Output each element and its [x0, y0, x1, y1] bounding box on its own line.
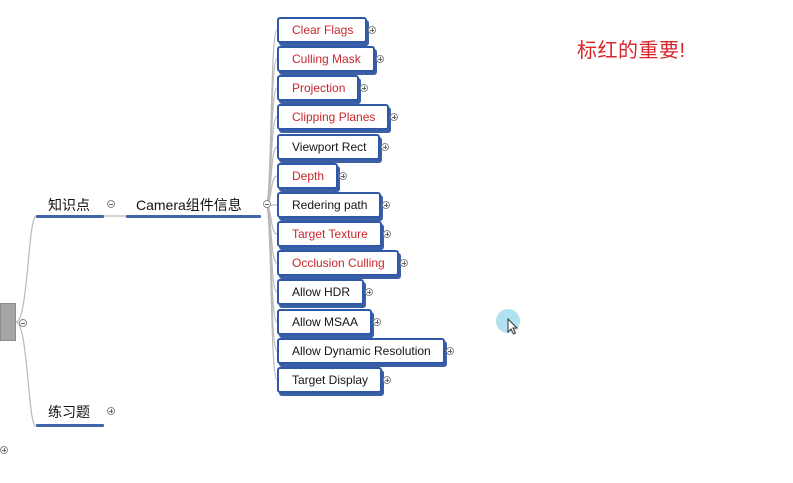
knowledge-collapse-icon[interactable] [107, 200, 115, 208]
leaf-node[interactable]: Allow Dynamic Resolution [277, 338, 445, 364]
leaf-connector [265, 87, 278, 206]
leaf-expand-icon[interactable] [365, 288, 373, 296]
leaf-expand-icon[interactable] [368, 26, 376, 34]
leaf-connector [265, 204, 278, 235]
branch-camera[interactable]: Camera组件信息 [136, 196, 242, 214]
leaf-node[interactable]: Viewport Rect [277, 134, 381, 160]
root-node[interactable] [0, 303, 16, 341]
leaf-node[interactable]: Clear Flags [277, 17, 368, 43]
mouse-cursor-icon [507, 318, 519, 335]
leaf-expand-icon[interactable] [400, 259, 408, 267]
leaf-connector [265, 204, 278, 293]
leaf-node[interactable]: Occlusion Culling [277, 250, 399, 276]
leaf-expand-icon[interactable] [446, 347, 454, 355]
leaf-connector [265, 204, 278, 381]
leaf-expand-icon[interactable] [339, 172, 347, 180]
leaf-expand-icon[interactable] [360, 84, 368, 92]
leaf-connector [265, 204, 278, 323]
root-expand-icon[interactable] [0, 446, 8, 454]
leaf-connector [265, 29, 278, 206]
leaf-node[interactable]: Target Texture [277, 221, 382, 247]
leaf-node[interactable]: Depth [277, 163, 339, 189]
leaf-expand-icon[interactable] [373, 318, 381, 326]
root-collapse-icon[interactable] [19, 319, 27, 327]
leaf-label: Occlusion Culling [292, 256, 385, 270]
branch-knowledge[interactable]: 知识点 [48, 196, 90, 214]
branch-exercises[interactable]: 练习题 [48, 403, 90, 421]
branch-exercises-label: 练习题 [48, 404, 90, 420]
leaf-expand-icon[interactable] [383, 376, 391, 384]
leaf-label: Allow HDR [292, 285, 351, 299]
leaf-node[interactable]: Allow HDR [277, 279, 365, 305]
leaf-node[interactable]: Target Display [277, 367, 383, 393]
branch-knowledge-label: 知识点 [48, 197, 90, 213]
branch-camera-label: Camera组件信息 [136, 197, 242, 213]
leaf-node[interactable]: Clipping Planes [277, 104, 390, 130]
camera-collapse-icon[interactable] [263, 200, 271, 208]
leaf-connector [265, 116, 278, 206]
leaf-expand-icon[interactable] [381, 143, 389, 151]
leaf-label: Allow MSAA [292, 315, 359, 329]
leaf-node[interactable]: Allow MSAA [277, 309, 373, 335]
leaf-label: Viewport Rect [292, 140, 367, 154]
leaf-node[interactable]: Projection [277, 75, 360, 101]
branch-knowledge-underline [36, 215, 104, 218]
leaf-node[interactable]: Culling Mask [277, 46, 375, 72]
exercises-expand-icon[interactable] [107, 407, 115, 415]
leaf-label: Target Texture [292, 227, 368, 241]
leaf-label: Clipping Planes [292, 110, 376, 124]
leaf-label: Culling Mask [292, 52, 361, 66]
leaf-expand-icon[interactable] [376, 55, 384, 63]
leaf-label: Allow Dynamic Resolution [292, 344, 431, 358]
leaf-expand-icon[interactable] [390, 113, 398, 121]
leaf-label: Projection [292, 81, 346, 95]
leaf-expand-icon[interactable] [383, 230, 391, 238]
branch-exercises-underline [36, 424, 104, 427]
leaf-node[interactable]: Redering path [277, 192, 382, 218]
leaf-label: Depth [292, 169, 325, 183]
branch-camera-underline [126, 215, 261, 218]
leaf-expand-icon[interactable] [382, 201, 390, 209]
leaf-connector [265, 146, 278, 206]
important-note: 标红的重要! [577, 40, 686, 62]
leaf-label: Clear Flags [292, 23, 354, 37]
leaf-label: Redering path [292, 198, 368, 212]
leaf-connector [265, 204, 278, 352]
leaf-label: Target Display [292, 373, 369, 387]
leaf-connector [265, 204, 278, 264]
leaf-connector [265, 58, 278, 206]
